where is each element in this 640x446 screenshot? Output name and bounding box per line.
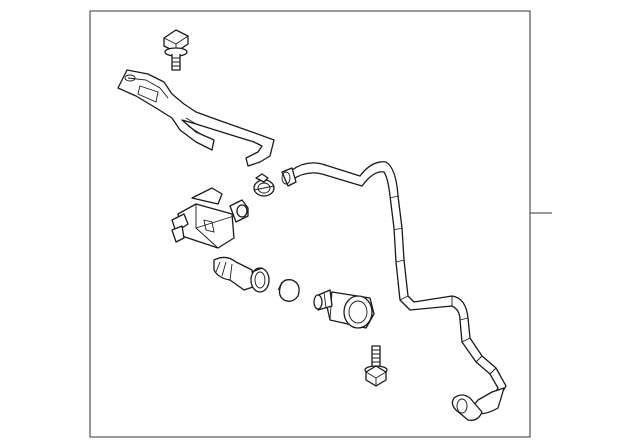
hose-clamp-icon xyxy=(253,173,275,197)
upper-bolt-icon xyxy=(163,29,189,71)
purge-valve-icon xyxy=(171,187,249,249)
connector-hose-icon xyxy=(213,256,270,293)
filter-canister-icon xyxy=(313,289,375,329)
mounting-bracket-icon xyxy=(117,69,275,167)
lower-bolt-icon xyxy=(364,345,388,387)
retainer-clip-icon xyxy=(277,279,300,302)
vapor-tube-icon xyxy=(281,161,507,421)
diagram-frame xyxy=(89,10,531,438)
